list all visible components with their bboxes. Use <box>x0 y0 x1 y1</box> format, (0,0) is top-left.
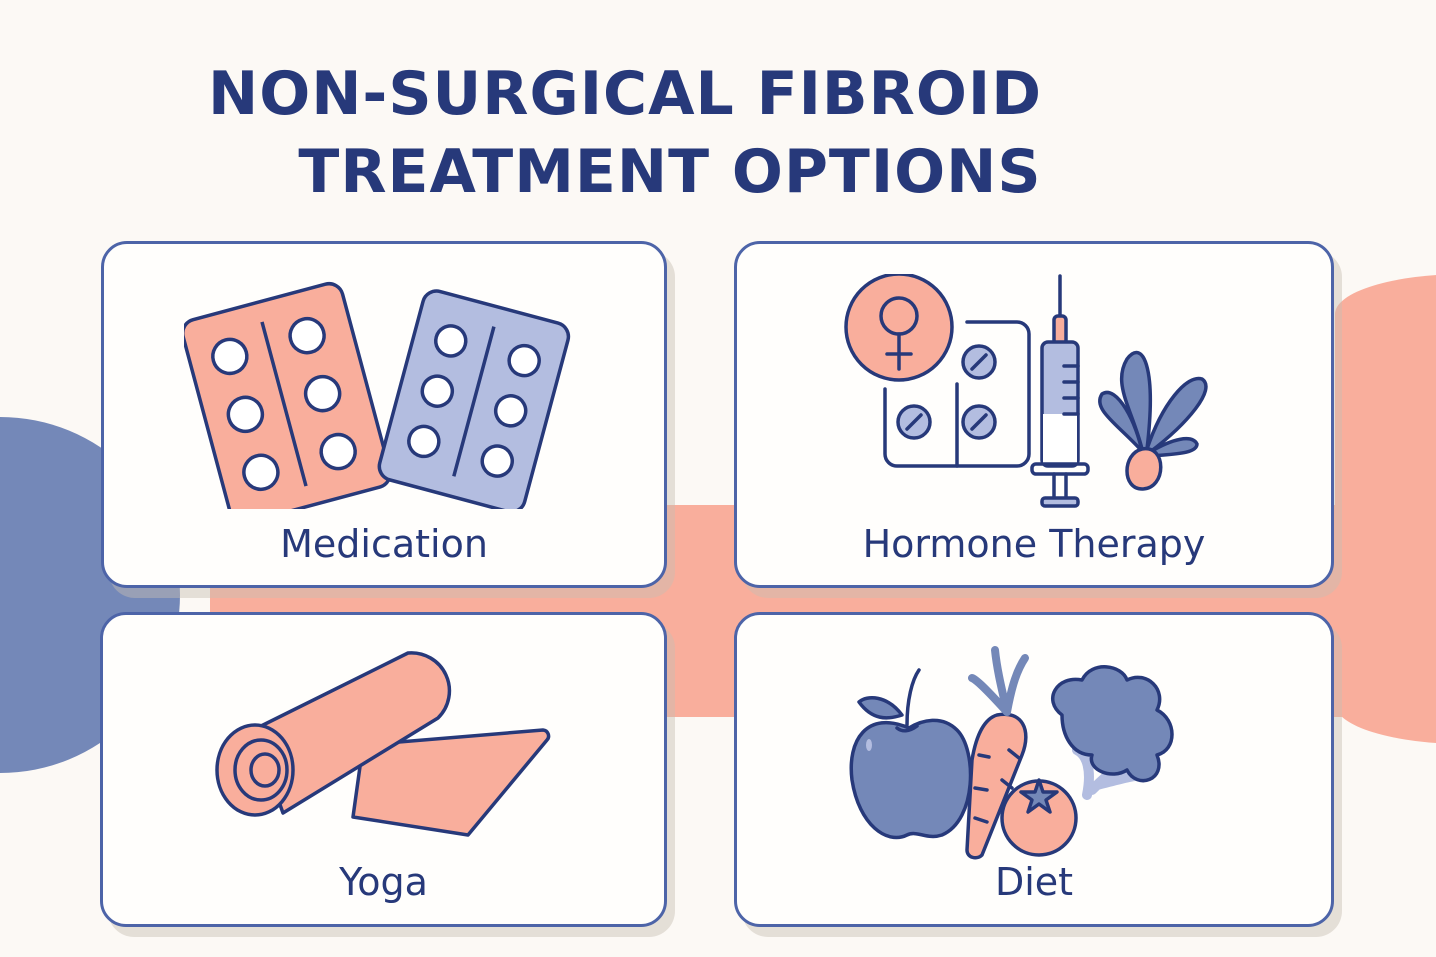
card-label: Hormone Therapy <box>862 522 1206 566</box>
card-label: Yoga <box>339 860 428 904</box>
title-line-2: TREATMENT OPTIONS <box>298 137 1042 207</box>
fruits-vegetables-icon <box>849 646 1174 860</box>
background-salmon-shape <box>1335 274 1436 744</box>
pill-blister-packs-icon <box>184 281 571 509</box>
card-label: Diet <box>994 860 1074 904</box>
hormone-therapy-icon <box>844 274 1208 508</box>
card-diet: Diet <box>734 612 1334 927</box>
yoga-mat-icon <box>215 651 551 837</box>
card-medication: Medication <box>101 241 667 588</box>
page-title: NON-SURGICAL FIBROID TREATMENT OPTIONS <box>0 55 1250 211</box>
card-yoga: Yoga <box>100 612 667 927</box>
card-label: Medication <box>280 522 488 566</box>
title-line-1: NON-SURGICAL FIBROID <box>207 59 1042 129</box>
card-hormone-therapy: Hormone Therapy <box>734 241 1334 588</box>
